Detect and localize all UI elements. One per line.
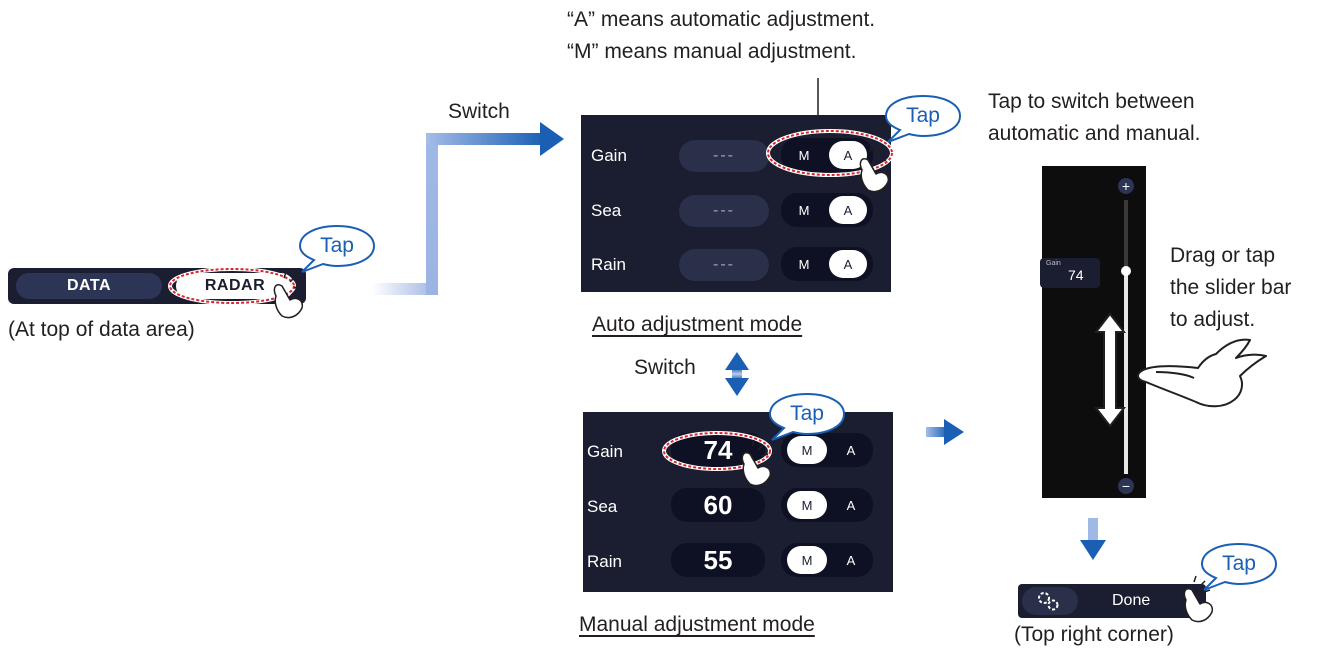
- auto-sea-toggle[interactable]: M A: [781, 193, 873, 227]
- tabbar-caption: (At top of data area): [8, 318, 195, 341]
- switch-label-top: Switch: [448, 100, 510, 123]
- drag-gesture: [1093, 312, 1267, 428]
- manual-mode-caption: Manual adjustment mode: [579, 613, 815, 636]
- note-m-manual: “M” means manual adjustment.: [567, 40, 857, 63]
- to-slider-arrow: [926, 419, 964, 445]
- auto-rain-a[interactable]: A: [829, 250, 867, 278]
- double-arrow-icon: [1093, 312, 1127, 428]
- tap-bubble-radar: Tap: [294, 222, 380, 274]
- auto-gain-label: Gain: [591, 146, 627, 165]
- auto-sea-value: ---: [679, 195, 769, 227]
- note-drag-2: the slider bar: [1170, 276, 1292, 299]
- gears-icon: [1038, 592, 1059, 611]
- radar-tap-highlight: [169, 268, 295, 304]
- slider-minus-button[interactable]: −: [1118, 478, 1134, 494]
- manual-sea-m[interactable]: M: [787, 491, 827, 519]
- tap-hand-icon: [1183, 575, 1214, 623]
- switch-step-arrow: [372, 122, 564, 295]
- auto-mode-caption: Auto adjustment mode: [592, 313, 803, 336]
- switch-label-mid: Switch: [634, 356, 696, 379]
- tap-hand-icon: [859, 145, 890, 193]
- auto-sea-a[interactable]: A: [829, 196, 867, 224]
- gain-value-highlight: [663, 432, 771, 470]
- manual-sea-a[interactable]: A: [846, 497, 856, 513]
- slider-track[interactable]: [1124, 200, 1128, 474]
- manual-gain-label: Gain: [587, 442, 623, 461]
- auto-sea-label: Sea: [591, 201, 622, 220]
- manual-rain-toggle[interactable]: M A: [781, 543, 873, 577]
- top-right-donebar: Done: [1018, 584, 1206, 618]
- manual-rain-m[interactable]: M: [787, 546, 827, 574]
- auto-gain-m[interactable]: M: [798, 147, 810, 163]
- auto-adjust-panel: Gain --- M A Sea --- M A Rain --- M A: [581, 115, 891, 292]
- tab-data[interactable]: DATA: [16, 273, 162, 299]
- slider-fill: [1124, 271, 1128, 474]
- auto-rain-m[interactable]: M: [798, 256, 810, 272]
- settings-gears-button[interactable]: [1022, 587, 1078, 615]
- tap-bubble-toggle: Tap: [880, 92, 966, 144]
- slider-plus-button[interactable]: +: [1118, 178, 1134, 194]
- tap-hand-icon: [273, 271, 304, 319]
- auto-rain-toggle[interactable]: M A: [781, 247, 873, 281]
- note-tap-switch-2: automatic and manual.: [988, 122, 1201, 145]
- tap-bubble-done: Tap: [1196, 540, 1282, 592]
- auto-rain-label: Rain: [591, 255, 626, 274]
- manual-rain-label: Rain: [587, 552, 622, 571]
- note-a-automatic: “A” means automatic adjustment.: [567, 8, 876, 31]
- manual-rain-a[interactable]: A: [846, 552, 856, 568]
- tap-hand-icon: [741, 439, 772, 487]
- auto-gain-value: ---: [679, 140, 769, 172]
- manual-gain-a[interactable]: A: [846, 442, 856, 458]
- gain-slider-panel: + Gain 74 −: [1040, 166, 1146, 498]
- tab-radar[interactable]: RADAR: [176, 273, 294, 299]
- manual-sea-label: Sea: [587, 497, 618, 516]
- manual-sea-value[interactable]: 60: [671, 488, 765, 522]
- slider-thumb[interactable]: [1121, 266, 1131, 277]
- manual-gain-m[interactable]: M: [787, 436, 827, 464]
- slider-gain-label: Gain: [1046, 260, 1061, 267]
- slider-value-box: Gain 74: [1040, 258, 1100, 288]
- manual-sea-toggle[interactable]: M A: [781, 488, 873, 522]
- ma-toggle-highlight: [767, 130, 893, 176]
- manual-gain-value[interactable]: 74: [671, 433, 765, 467]
- donebar-caption: (Top right corner): [1014, 623, 1174, 646]
- pointing-hand-icon: [1137, 338, 1267, 408]
- to-done-arrow: [1080, 518, 1106, 560]
- done-button[interactable]: Done: [1112, 592, 1151, 609]
- slider-gain-value: 74: [1068, 267, 1084, 283]
- auto-sea-m[interactable]: M: [798, 202, 810, 218]
- switch-updown-arrow: [725, 352, 749, 396]
- manual-adjust-panel: Gain 74 M A Sea 60 M A Rain 55 M A: [583, 412, 893, 592]
- note-drag-3: to adjust.: [1170, 308, 1256, 331]
- data-radar-tabbar: DATA RADAR: [8, 268, 306, 304]
- note-drag-1: Drag or tap: [1170, 244, 1276, 267]
- manual-gain-toggle[interactable]: M A: [781, 433, 873, 467]
- manual-rain-value[interactable]: 55: [671, 543, 765, 577]
- note-tap-switch-1: Tap to switch between: [988, 90, 1195, 113]
- auto-rain-value: ---: [679, 249, 769, 281]
- tap-bubble-gain: Tap: [764, 390, 850, 442]
